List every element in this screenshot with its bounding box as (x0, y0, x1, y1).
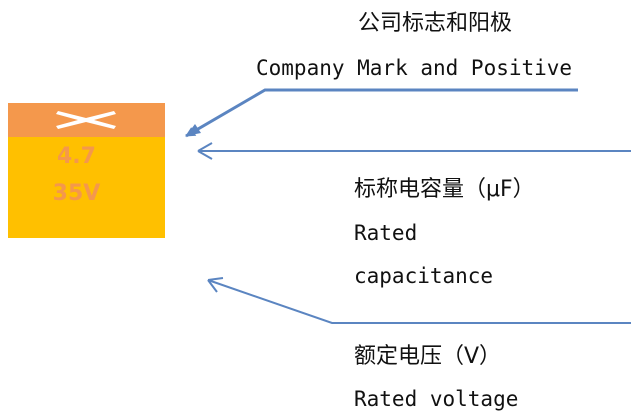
company-mark-label-en: Company Mark and Positive (256, 56, 573, 80)
arrowhead-company-mark (186, 124, 201, 136)
arrowhead-rated-voltage (207, 277, 224, 293)
company-mark-label-zh: 公司标志和阳极 (358, 11, 513, 36)
rated-voltage-label-en: Rated voltage (354, 387, 519, 411)
rated-capacitance-label-zh: 标称电容量（μF） (354, 177, 535, 202)
capacitance-value: 4.7 (57, 144, 96, 169)
rated-voltage-label-zh: 额定电压（V） (354, 344, 502, 369)
arrowhead-rated-capacitance (197, 142, 213, 160)
capacitor-body (8, 137, 165, 238)
rated-capacitance-label-en-line1: Rated (354, 221, 418, 245)
voltage-value: 35V (52, 181, 101, 206)
arrow-rated-voltage (207, 279, 631, 324)
company-mark-icon (56, 111, 116, 129)
capacitor-component: 4.7 35V (8, 103, 165, 238)
rated-capacitance-label-en-line2: capacitance (354, 264, 494, 288)
arrow-company-mark (185, 88, 578, 138)
